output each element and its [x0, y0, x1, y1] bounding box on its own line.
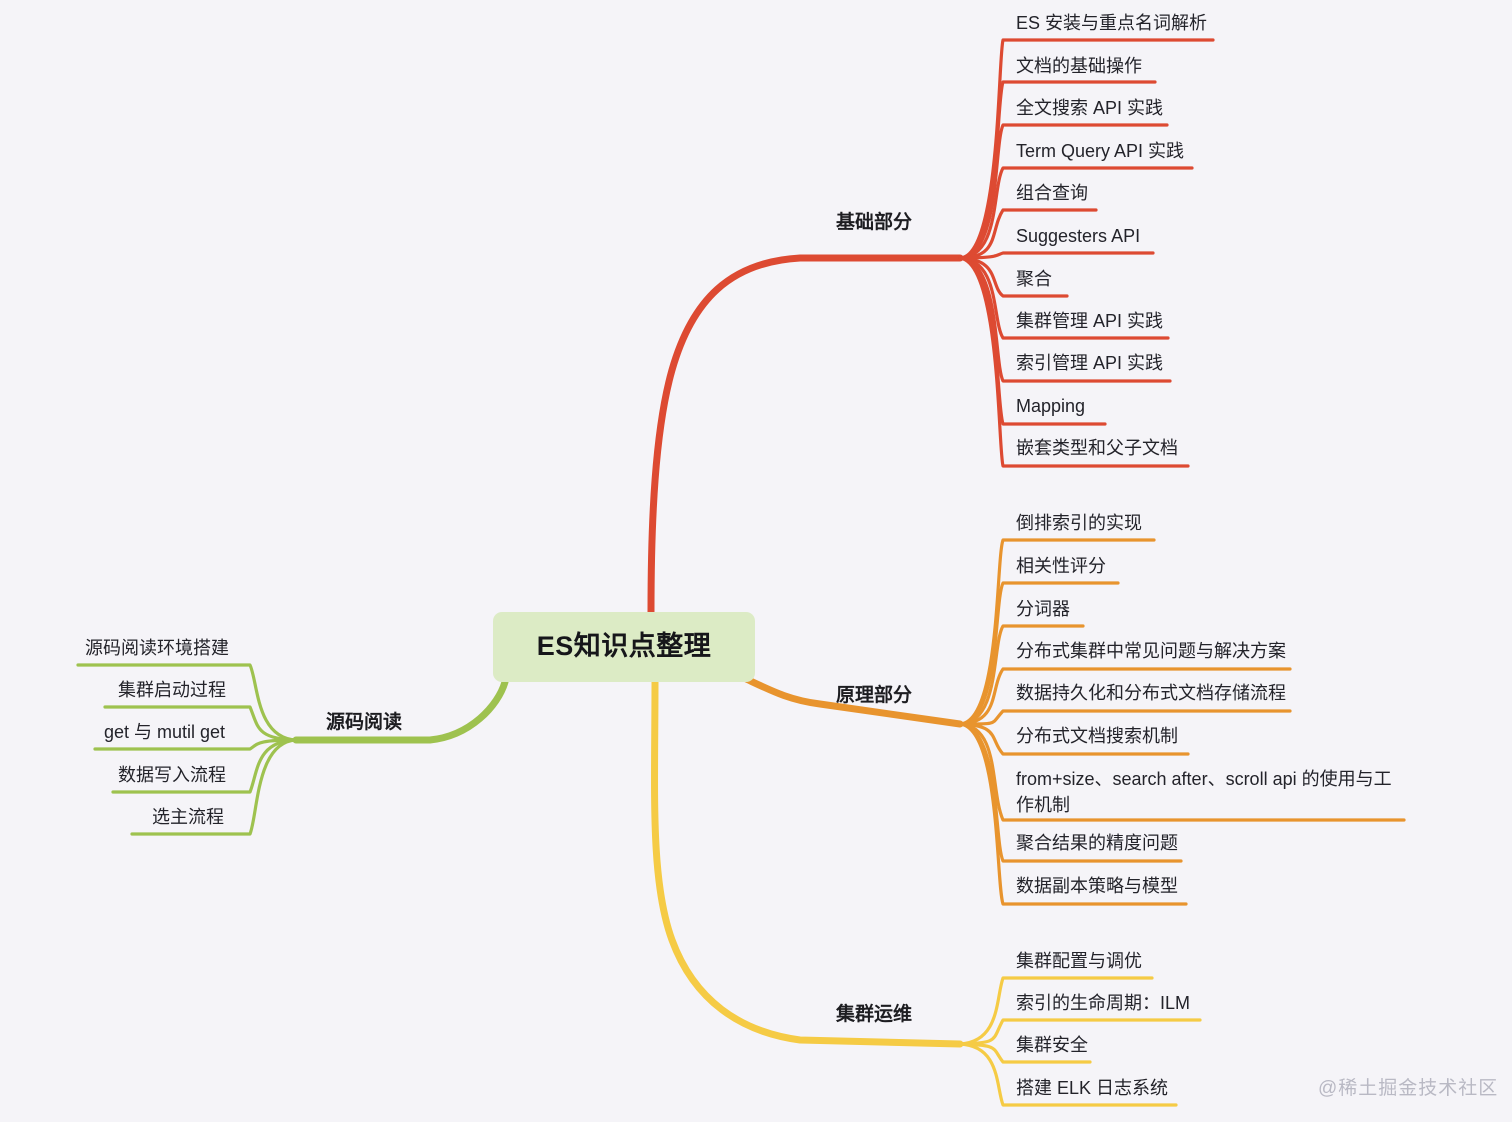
- leaf-basics-8[interactable]: 索引管理 API 实践: [1016, 353, 1164, 373]
- leaf-basics-9[interactable]: Mapping: [1016, 396, 1086, 416]
- leaf-basics-0[interactable]: ES 安装与重点名词解析: [1016, 13, 1208, 33]
- branch-label-principles[interactable]: 原理部分: [836, 685, 913, 707]
- leaf-basics-4[interactable]: 组合查询: [1016, 183, 1088, 203]
- leaf-basics-6[interactable]: 聚合: [1016, 269, 1052, 289]
- trunk-basics: [647, 254, 964, 616]
- root-node[interactable]: ES知识点整理: [493, 612, 755, 682]
- leaf-basics-10[interactable]: 嵌套类型和父子文档: [1016, 438, 1178, 458]
- branch-label-cluster-ops[interactable]: 集群运维: [836, 1004, 913, 1026]
- leaf-cluster-ops-2[interactable]: 集群安全: [1016, 1035, 1088, 1055]
- leaf-wire-basics-5: [958, 251, 1155, 260]
- leaf-principles-7[interactable]: 聚合结果的精度问题: [1016, 833, 1178, 853]
- leaf-wire-principles-4: [958, 709, 1292, 726]
- branch-label-source-reading[interactable]: 源码阅读: [326, 712, 403, 734]
- leaf-principles-8[interactable]: 数据副本策略与模型: [1016, 876, 1178, 896]
- leaf-principles-0[interactable]: 倒排索引的实现: [1016, 513, 1142, 533]
- leaf-source-reading-3[interactable]: 数据写入流程: [118, 765, 226, 785]
- leaf-source-reading-4[interactable]: 选主流程: [152, 807, 224, 827]
- leaf-cluster-ops-0[interactable]: 集群配置与调优: [1016, 951, 1142, 971]
- trunk-cluster-ops: [651, 678, 964, 1048]
- leaf-basics-2[interactable]: 全文搜索 API 实践: [1016, 98, 1164, 118]
- leaf-basics-3[interactable]: Term Query API 实践: [1016, 141, 1185, 161]
- leaf-basics-5[interactable]: Suggesters API: [1016, 226, 1141, 246]
- leaf-principles-2[interactable]: 分词器: [1016, 599, 1070, 619]
- leaf-principles-1[interactable]: 相关性评分: [1016, 556, 1106, 576]
- leaf-principles-3[interactable]: 分布式集群中常见问题与解决方案: [1016, 641, 1286, 661]
- leaf-source-reading-1[interactable]: 集群启动过程: [118, 680, 226, 700]
- leaf-basics-1[interactable]: 文档的基础操作: [1016, 56, 1142, 76]
- leaf-basics-7[interactable]: 集群管理 API 实践: [1016, 311, 1164, 331]
- branch-label-basics[interactable]: 基础部分: [836, 212, 913, 234]
- leaf-source-reading-0[interactable]: 源码阅读环境搭建: [85, 638, 229, 658]
- leaf-cluster-ops-3[interactable]: 搭建 ELK 日志系统: [1016, 1078, 1169, 1098]
- watermark: @稀土掘金技术社区: [1318, 1078, 1499, 1099]
- leaf-principles-4[interactable]: 数据持久化和分布式文档存储流程: [1016, 683, 1286, 703]
- leaf-cluster-ops-1[interactable]: 索引的生命周期：ILM: [1016, 993, 1191, 1013]
- leaf-source-reading-2[interactable]: get 与 mutil get: [104, 722, 226, 742]
- leaf-principles-5[interactable]: 分布式文档搜索机制: [1016, 726, 1178, 746]
- leaf-principles-6[interactable]: from+size、search after、scroll api 的使用与工作…: [1016, 769, 1392, 816]
